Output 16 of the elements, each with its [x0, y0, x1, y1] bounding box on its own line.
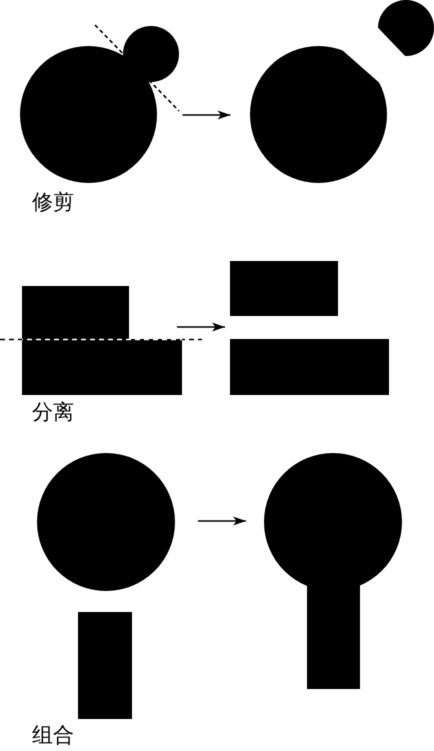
lower-rectangle [22, 339, 182, 395]
circle [37, 452, 175, 590]
lower-rectangle [230, 339, 389, 395]
arrow [177, 322, 225, 332]
arrow [198, 516, 246, 526]
rectangle [78, 612, 132, 719]
arrow [182, 110, 230, 120]
operation-label: 分离 [32, 402, 74, 423]
large-circle [20, 46, 156, 183]
stem-rectangle [307, 583, 360, 689]
small-circle [123, 26, 179, 82]
trimmed-circle [250, 46, 386, 183]
operation-label: 组合 [32, 725, 74, 746]
upper-rectangle [230, 261, 338, 316]
circle-fragment [378, 0, 434, 56]
upper-rectangle [22, 286, 129, 340]
